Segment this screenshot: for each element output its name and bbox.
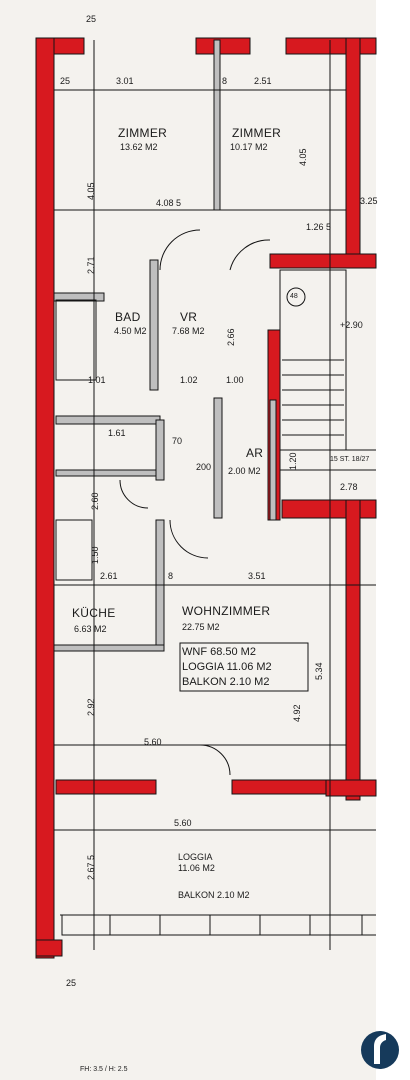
area-summary-loggia: LOGGIA 11.06 M2 — [182, 661, 272, 673]
dim-150: 1.50 — [90, 546, 100, 564]
room-area-bad: 4.50 M2 — [114, 326, 147, 336]
room-area-zimmer-2: 10.17 M2 — [230, 142, 268, 152]
stair-level: +2.90 — [340, 320, 363, 330]
room-area-vr: 7.68 M2 — [172, 326, 205, 336]
dim-bottom-25: 25 — [66, 978, 77, 988]
dim-2675: 2.67 5 — [86, 854, 96, 880]
room-area-kueche: 6.63 M2 — [74, 624, 107, 634]
dim-4085: 4.08 5 — [156, 198, 182, 208]
stair-badge-number: 48 — [290, 293, 298, 300]
dim-126: 1.26 5 — [306, 222, 332, 232]
room-balkon-label: BALKON 2.10 M2 — [178, 890, 250, 900]
dim-492: 4.92 — [292, 704, 302, 722]
dim-row1-25: 25 — [60, 76, 71, 86]
room-area-zimmer-1: 13.62 M2 — [120, 142, 158, 152]
floor-height-note: FH: 3.5 / H: 2.5 — [80, 1066, 128, 1073]
dim-row1-251: 2.51 — [254, 76, 272, 86]
dim-8: 8 — [168, 571, 174, 581]
dim-261: 2.61 — [100, 571, 118, 581]
dim-266: 2.66 — [226, 328, 236, 346]
walls — [35, 37, 377, 959]
dim-292: 2.92 — [86, 698, 96, 716]
dim-100: 1.00 — [226, 375, 244, 385]
dim-70: 70 — [172, 436, 183, 446]
room-name-zimmer-1: ZIMMER — [118, 126, 168, 140]
dim-271: 2.71 — [86, 256, 96, 274]
dim-120: 1.20 — [288, 452, 298, 470]
room-area-ar: 2.00 M2 — [228, 466, 261, 476]
room-name-wohnzimmer: WOHNZIMMER — [182, 604, 271, 618]
dim-200: 200 — [196, 462, 212, 472]
dim-101: 1.01 — [88, 375, 106, 385]
room-name-ar: AR — [246, 446, 264, 460]
room-name-vr: VR — [180, 310, 198, 324]
dim-102: 1.02 — [180, 375, 198, 385]
plan-lines — [54, 40, 376, 950]
dim-534: 5.34 — [314, 662, 324, 680]
dim-top-25: 25 — [86, 14, 97, 24]
area-summary-balkon: BALKON 2.10 M2 — [182, 676, 270, 688]
room-area-wohnzimmer: 22.75 M2 — [182, 622, 220, 632]
dim-351: 3.51 — [248, 571, 266, 581]
dim-405-left: 4.05 — [86, 182, 96, 200]
dim-405-right: 4.05 — [298, 148, 308, 166]
room-name-loggia: LOGGIA — [178, 852, 213, 862]
dim-278: 2.78 — [340, 482, 358, 492]
dim-row1-8: 8 — [222, 76, 228, 86]
area-summary-wnf: WNF 68.50 M2 — [182, 646, 256, 658]
room-name-kueche: KÜCHE — [72, 606, 116, 620]
dim-161: 1.61 — [108, 428, 126, 438]
room-name-bad: BAD — [115, 310, 141, 324]
room-name-zimmer-2: ZIMMER — [232, 126, 282, 140]
dim-260: 2.60 — [90, 492, 100, 510]
dim-560-b: 5.60 — [174, 818, 192, 828]
stair-steps: 15 ST. 18/27 — [330, 456, 370, 463]
dim-row1-301: 3.01 — [116, 76, 134, 86]
company-logo-icon — [361, 1031, 399, 1069]
dim-560-a: 5.60 — [144, 737, 162, 747]
room-area-loggia: 11.06 M2 — [178, 863, 215, 873]
dim-325: 3.25 — [360, 196, 378, 206]
